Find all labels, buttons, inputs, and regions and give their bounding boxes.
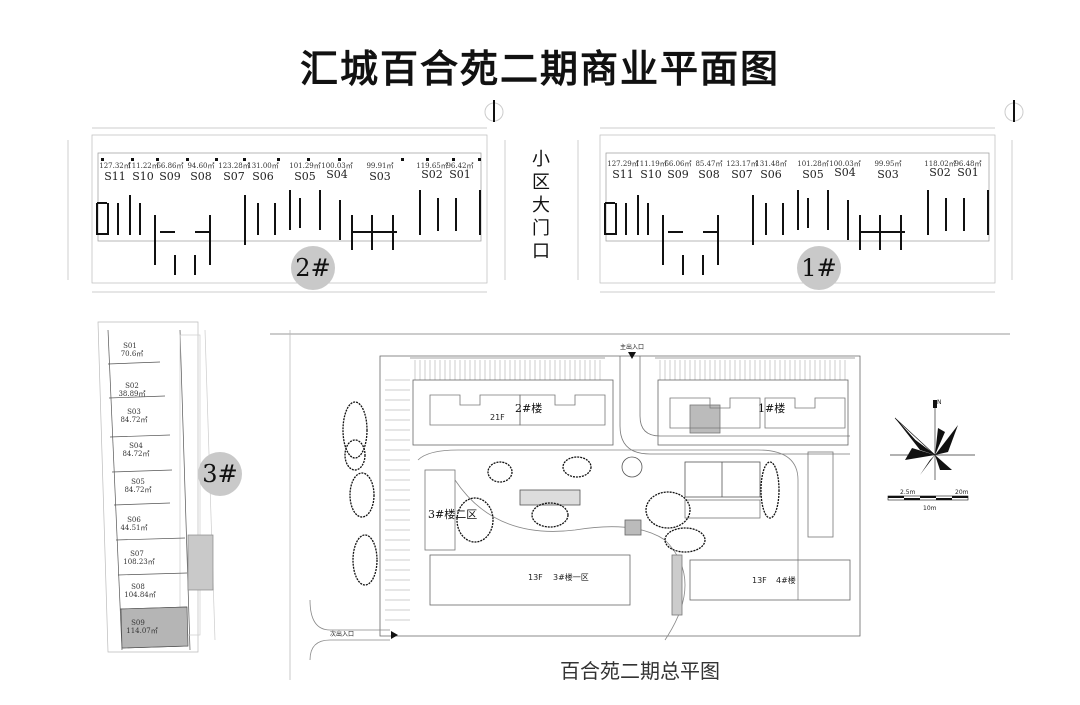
secondary-entrance-marker [391,631,398,639]
unit-area: 100.03㎡ [321,162,353,170]
site-label-bldg2: 2#楼 [515,401,542,415]
site-plan-caption: 百合苑二期总平图 [560,659,720,683]
main-entrance-marker [628,352,636,359]
unit-area: 96.48㎡ [954,160,981,168]
unit-area: 101.28㎡ [797,160,829,168]
unit-area: 99.95㎡ [874,160,901,168]
building-2-badge: 2# [291,246,335,290]
scale-bar [887,495,969,501]
floor-plan-2 [67,127,506,293]
building-3-badge: 3# [198,452,242,496]
floor-plan-3 [97,321,216,653]
site-label-13f-a: 13F [528,573,543,582]
unit-labels-building-1: 127.29㎡ S11 111.19㎡ S10 66.06㎡ S09 85.47… [607,160,981,181]
unit-area: 84.72㎡ [122,450,149,458]
unit-id: S01 [957,166,979,179]
unit-id: S11 [104,170,126,183]
unit-area: 118.02㎡ [924,160,956,168]
site-plan [270,330,1010,680]
unit-area: 111.19㎡ [635,160,667,168]
secondary-entrance-label: 次出入口 [330,630,354,638]
unit-id: S06 [252,170,274,183]
unit-area: 66.86㎡ [156,162,183,170]
unit-id: S09 [159,170,181,183]
site-label-bldg4: 4#楼 [776,575,796,585]
unit-id: S04 [834,166,856,179]
unit-area: 85.47㎡ [695,160,722,168]
scale-left-label: 2.5m [900,489,916,496]
unit-id: S08 [698,168,720,181]
unit-id: S07 [731,168,753,181]
site-label-bldg1: 1#楼 [758,401,785,415]
unit-area: 99.91㎡ [366,162,393,170]
unit-area: 84.72㎡ [120,416,147,424]
unit-area: 66.06㎡ [664,160,691,168]
floor-plan-1 [577,127,1013,293]
unit-area: 38.89㎡ [118,390,145,398]
unit-area: 127.29㎡ [607,160,639,168]
unit-id: S02 [929,166,951,179]
unit-area: 114.07㎡ [126,627,158,635]
unit-id: S06 [760,168,782,181]
unit-area: 44.51㎡ [120,524,147,532]
unit-id: S04 [326,168,348,181]
unit-id: S02 [421,168,443,181]
unit-id: S04 [129,442,143,450]
unit-labels-building-2: 127.32㎡ S11 111.22㎡ S10 66.86㎡ S09 94.60… [99,162,473,183]
unit-area: 123.28㎡ [218,162,250,170]
unit-area: 119.65㎡ [416,162,448,170]
unit-id: S07 [130,550,144,558]
main-entrance-label: 主出入口 [620,343,644,351]
unit-area: 70.6㎡ [121,350,144,358]
unit-area: 131.48㎡ [755,160,787,168]
unit-id: S10 [132,170,154,183]
unit-area: 100.03㎡ [829,160,861,168]
unit-id: S03 [877,168,899,181]
unit-id: S01 [123,342,137,350]
unit-id: S03 [127,408,141,416]
unit-area: 108.23㎡ [123,558,155,566]
site-label-13f-b: 13F [752,576,767,585]
unit-area: 94.60㎡ [187,162,214,170]
building-1-badge: 1# [797,246,841,290]
unit-area: 131.00㎡ [247,162,279,170]
unit-id: S07 [223,170,245,183]
unit-id: S06 [127,516,141,524]
unit-area: 104.84㎡ [124,591,156,599]
north-label: N [937,399,942,406]
unit-area: 123.17㎡ [726,160,758,168]
unit-id: S01 [449,168,471,181]
unit-labels-building-3: S01 70.6㎡ S02 38.89㎡ S03 84.72㎡ S04 84.7… [118,342,157,635]
north-arrow-top-right [1004,100,1024,122]
unit-id: S08 [131,583,145,591]
unit-id: S05 [802,168,824,181]
scale-right-label: 20m [955,489,969,496]
unit-id: S09 [131,619,145,627]
scale-bottom-label: 10m [923,505,937,512]
unit-id: S05 [294,170,316,183]
unit-area: 127.32㎡ [99,162,131,170]
site-label-21f: 21F [490,413,505,422]
unit-area: 84.72㎡ [124,486,151,494]
unit-id: S11 [612,168,634,181]
unit-area: 111.22㎡ [127,162,159,170]
site-label-bldg3-zone2: 3#楼二区 [428,507,477,521]
north-arrow-top-left [484,100,504,122]
unit-id: S03 [369,170,391,183]
unit-id: S05 [131,478,145,486]
unit-id: S09 [667,168,689,181]
site-label-bldg3-zone1: 3#楼一区 [553,572,589,582]
gate-label: 小区大门口 [532,149,550,262]
page-title: 汇城百合苑二期商业平面图 [299,46,780,91]
unit-area: 96.42㎡ [446,162,473,170]
unit-id: S10 [640,168,662,181]
unit-id: S02 [125,382,139,390]
unit-area: 101.29㎡ [289,162,321,170]
compass-rose-icon [890,400,975,480]
unit-id: S08 [190,170,212,183]
